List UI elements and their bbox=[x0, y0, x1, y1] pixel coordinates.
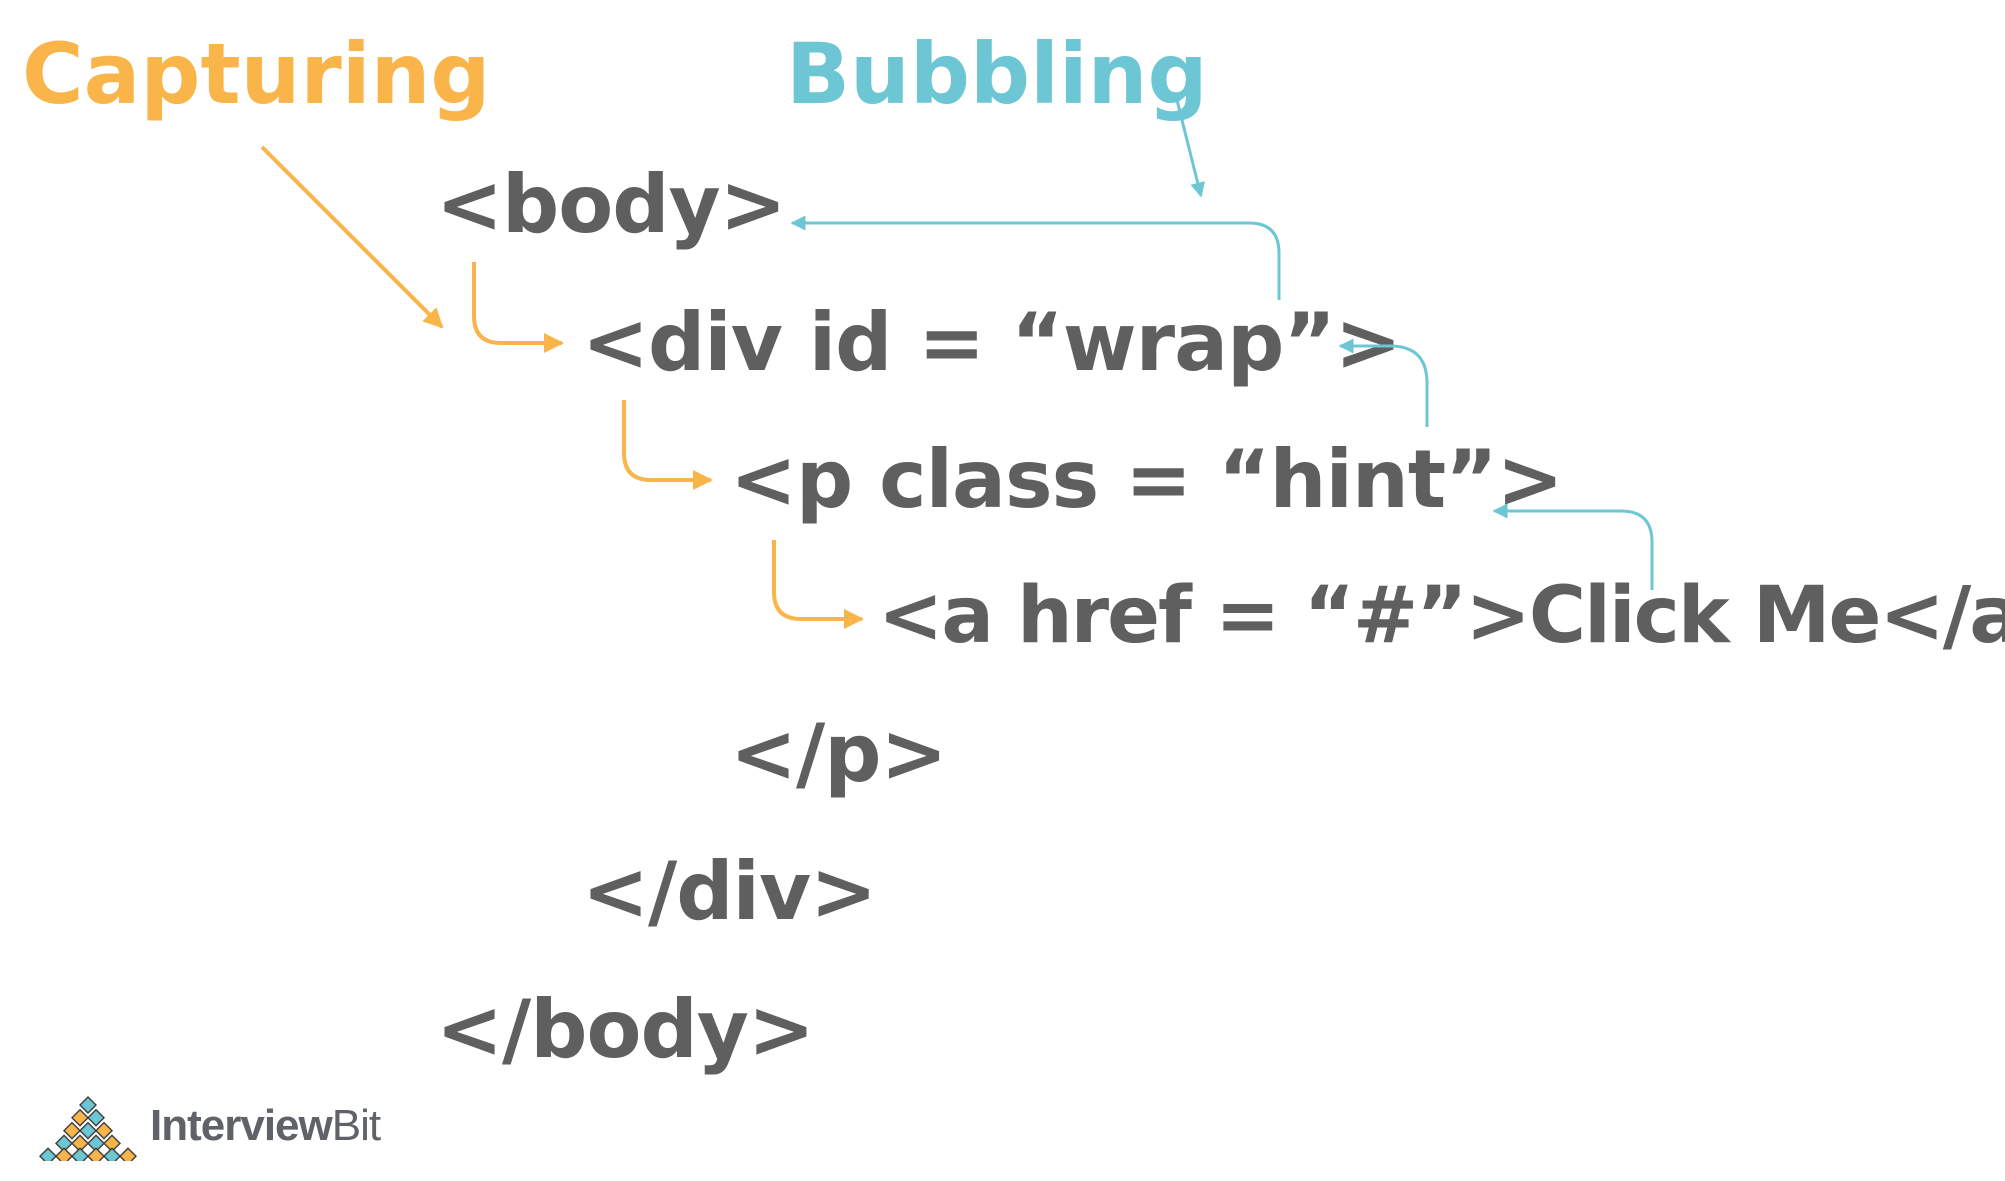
logo-diamond bbox=[87, 1108, 105, 1127]
logo-diamond bbox=[87, 1147, 105, 1161]
bubbling-pointer-arrow bbox=[1174, 95, 1206, 198]
capturing-arrow-to-p bbox=[622, 400, 713, 490]
code-line-anchor: <a href = “#”>Click Me</a> bbox=[878, 571, 2005, 661]
brand-name-part1: Interview bbox=[150, 1101, 333, 1150]
bubbling-label: Bubbling bbox=[786, 25, 1208, 123]
logo-diamond bbox=[63, 1121, 81, 1140]
bubbling-arrow-to-body bbox=[790, 215, 1281, 300]
brand-name-part2: Bit bbox=[331, 1101, 381, 1150]
code-line-p-open: <p class = “hint”> bbox=[730, 433, 1564, 526]
bubbling-arrow-to-p bbox=[1492, 503, 1654, 590]
code-line-body-close: </body> bbox=[436, 983, 815, 1076]
interviewbit-logo-icon bbox=[39, 1096, 137, 1161]
capturing-pointer-arrow bbox=[260, 145, 444, 329]
code-line-body-open: <body> bbox=[436, 158, 787, 251]
capturing-label: Capturing bbox=[22, 25, 491, 123]
brand-name: InterviewBit bbox=[150, 1101, 381, 1151]
capturing-arrow-to-anchor bbox=[772, 540, 864, 629]
code-line-p-close: </p> bbox=[730, 707, 948, 800]
logo-diamond bbox=[79, 1096, 97, 1114]
logo-diamond bbox=[55, 1147, 73, 1161]
logo-diamond bbox=[95, 1121, 113, 1140]
code-line-div-open: <div id = “wrap”> bbox=[582, 296, 1402, 389]
logo-diamond bbox=[103, 1147, 121, 1161]
logo-diamond bbox=[71, 1108, 89, 1127]
brand-footer: InterviewBit bbox=[34, 1088, 381, 1164]
bubbling-arrow-to-div bbox=[1338, 338, 1429, 427]
capturing-arrow-to-div bbox=[472, 262, 564, 353]
logo-diamond bbox=[71, 1147, 89, 1161]
logo-diamond bbox=[79, 1121, 97, 1140]
logo-diamond bbox=[119, 1147, 137, 1161]
code-line-div-close: </div> bbox=[582, 845, 877, 938]
logo-diamond bbox=[39, 1147, 57, 1161]
